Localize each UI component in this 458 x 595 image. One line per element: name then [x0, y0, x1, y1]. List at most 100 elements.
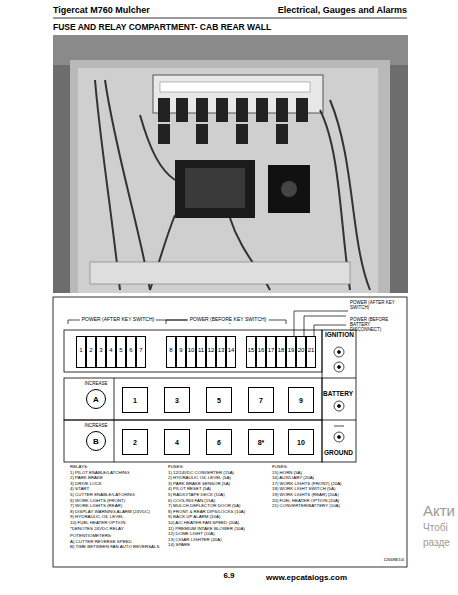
fuse-number: 4: [109, 347, 112, 353]
legend-line: 6) WORK LIGHTS (FRONT): [70, 499, 125, 504]
label-text: 19) WORK LIGHTS (REAR) (20A): [272, 492, 339, 497]
legend-line: 1) 12/24VDC CONVERTER (15A): [168, 471, 234, 476]
label-text: 4) START: [70, 486, 89, 491]
fuse-number: 21: [308, 347, 315, 353]
fuse-slot: 4: [106, 336, 116, 368]
page-note: www.epcatalogs.com: [266, 574, 347, 583]
fuse-number: 17: [268, 347, 275, 353]
label-text: Tigercat M760 Mulcher: [53, 5, 150, 15]
legend-line: 7) MULCH DEFLECTOR DOOR (5A): [168, 504, 240, 509]
overlay-text: Чтобі: [423, 522, 448, 533]
legend-line: 1) PILOT ENABLE/LATCHING: [70, 471, 129, 476]
power-label: POWER (BEFORE KEY SWITCH): [188, 317, 269, 323]
relay-number: 9: [299, 397, 303, 404]
page-note: 12668B/1/4: [384, 558, 404, 562]
fuse-number: 2: [89, 347, 92, 353]
power-label: POWER (AFTER KEY SWITCH): [350, 301, 402, 311]
legend-line: B) TIME BETWEEN FAN AUTO REVERSALS: [70, 545, 159, 550]
fuse-slot: 1: [76, 336, 86, 368]
power-label: POWER (BEFORE BATTERY DISCONNECT): [350, 318, 402, 333]
label-text: Electrical, Gauges and Alarms: [278, 5, 407, 15]
label-text: 12668B/1/4: [384, 557, 404, 562]
legend-line: 6) COOLING FAN (15A): [168, 499, 215, 504]
page-note: 6.9: [221, 572, 236, 581]
label-text: POWER (BEFORE BATTERY DISCONNECT): [350, 317, 388, 332]
label-text: 2) HYDRAULIC OIL LEVEL (5A): [168, 475, 231, 480]
fuse-number: 20: [298, 347, 305, 353]
legend-line: 13) CIGAR LIGHTER (20A): [168, 538, 222, 543]
header-text: Tigercat M760 Mulcher: [53, 6, 150, 16]
fuse-slot: 10: [186, 336, 196, 368]
legend-line: 3) DRIVE LOCK: [70, 482, 102, 487]
fuse-number: 12: [208, 347, 215, 353]
fuse-slot: 9: [176, 336, 186, 368]
page-subtitle: FUSE AND RELAY COMPARTMENT- CAB REAR WAL…: [53, 23, 271, 32]
legend-line: 3) PARK BRAKE SENSOR (5A): [168, 482, 230, 487]
relay-number: 1: [133, 397, 137, 404]
legend-line: 7) WORK LIGHTS (REAR): [70, 504, 122, 509]
terminal-label: IGNITION: [325, 331, 354, 338]
legend-line: RELAYS:: [70, 465, 88, 470]
potentiometer: INCREASEA: [78, 381, 114, 419]
fuse-number: 16: [258, 347, 265, 353]
compartment-photo: [53, 35, 408, 293]
label-text: 21) CONVERTER/BATTERY (10A): [272, 503, 340, 508]
potentiometer: INCREASEB: [78, 423, 114, 461]
overlay-text: Акти: [423, 503, 455, 520]
label-text: 14) SPARE: [168, 542, 190, 547]
label-text: 3) PARK BRAKE SENSOR (5A): [168, 481, 230, 486]
label-text: Чтобі: [423, 522, 448, 533]
legend-line: 4) PILOT RESET (5A): [168, 487, 211, 492]
legend-line: 18) WORK LIGHT SWITCH (5A): [272, 487, 335, 492]
legend-line: 9) BACK UP ALARM (10A): [168, 515, 220, 520]
label-text: 6) WORK LIGHTS (FRONT): [70, 498, 125, 503]
power-label: POWER (AFTER KEY SWITCH): [80, 317, 156, 323]
fuse-number: 15: [248, 347, 255, 353]
label-text: 18) WORK LIGHT SWITCH (5A): [272, 486, 335, 491]
pot-circle: B: [86, 431, 106, 451]
legend-line: 14) SPARE: [168, 543, 190, 548]
label-text: BATTERY: [323, 390, 353, 397]
label-text: POWER (AFTER KEY SWITCH): [350, 300, 395, 310]
label-text: 8) FRONT & REAR DIPS/LOCKS (10A): [168, 509, 245, 514]
fuse-number: 8: [169, 347, 172, 353]
fuse-number: 18: [278, 347, 285, 353]
label-text: 15) HORN (5A): [272, 470, 302, 475]
label-text: 9) BACK UP ALARM (10A): [168, 514, 220, 519]
relay-number: 8*: [258, 439, 265, 446]
label-text: 10) A/C HEATER FAN SPEED (20A): [168, 520, 239, 525]
label-text: 1) PILOT ENABLE/LATCHING: [70, 470, 129, 475]
label-text: FUSES:: [168, 464, 184, 469]
relay-box: 7: [248, 387, 274, 413]
fuse-slot: 8: [166, 336, 176, 368]
label-text: 7) MULCH DEFLECTOR DOOR (5A): [168, 503, 240, 508]
fuse-number: 19: [288, 347, 295, 353]
fuse-number: 10: [188, 347, 195, 353]
label-text: 16) AUXILIARY (20A): [272, 475, 314, 480]
label-text: 11) PREMIUM INTAKE BLOWER (10A): [168, 526, 245, 531]
legend-line: 5) CUTTER ENABLE/LATCHING: [70, 493, 135, 498]
label-text: 12) DOME LIGHT (10A): [168, 531, 215, 536]
label-text: POTENTIOMETERS:: [70, 533, 112, 538]
label-text: FUSES:: [272, 464, 288, 469]
legend-line: 15) HORN (5A): [272, 471, 302, 476]
fuse-slot: 18: [276, 336, 286, 368]
label-text: 6) COOLING FAN (15A): [168, 498, 215, 503]
fuse-slot: 2: [86, 336, 96, 368]
fuse-slot: 3: [96, 336, 106, 368]
legend-line: 9) HYDRAULIC OIL LEVEL: [70, 515, 124, 520]
fuse-number: 3: [99, 347, 102, 353]
fuse-slot: 16: [256, 336, 266, 368]
label-text: 1) 12/24VDC CONVERTER (15A): [168, 470, 234, 475]
legend-line: 2) HYDRAULIC OIL LEVEL (5A): [168, 476, 231, 481]
overlay-text: разде: [423, 537, 450, 548]
legend-line: 2) PARK BRAKE: [70, 476, 103, 481]
legend-line: 21) CONVERTER/BATTERY (10A): [272, 504, 340, 509]
fuse-slot: 20: [296, 336, 306, 368]
relay-number: 6: [217, 439, 221, 446]
legend-line: FUSES:: [272, 465, 288, 470]
subtitle-text: FUSE AND RELAY COMPARTMENT- CAB REAR WAL…: [53, 22, 271, 32]
power-brackets: [68, 311, 348, 336]
fuse-number: 1: [79, 347, 82, 353]
legend-line: *DENOTES 24VDC RELAY: [70, 527, 124, 532]
